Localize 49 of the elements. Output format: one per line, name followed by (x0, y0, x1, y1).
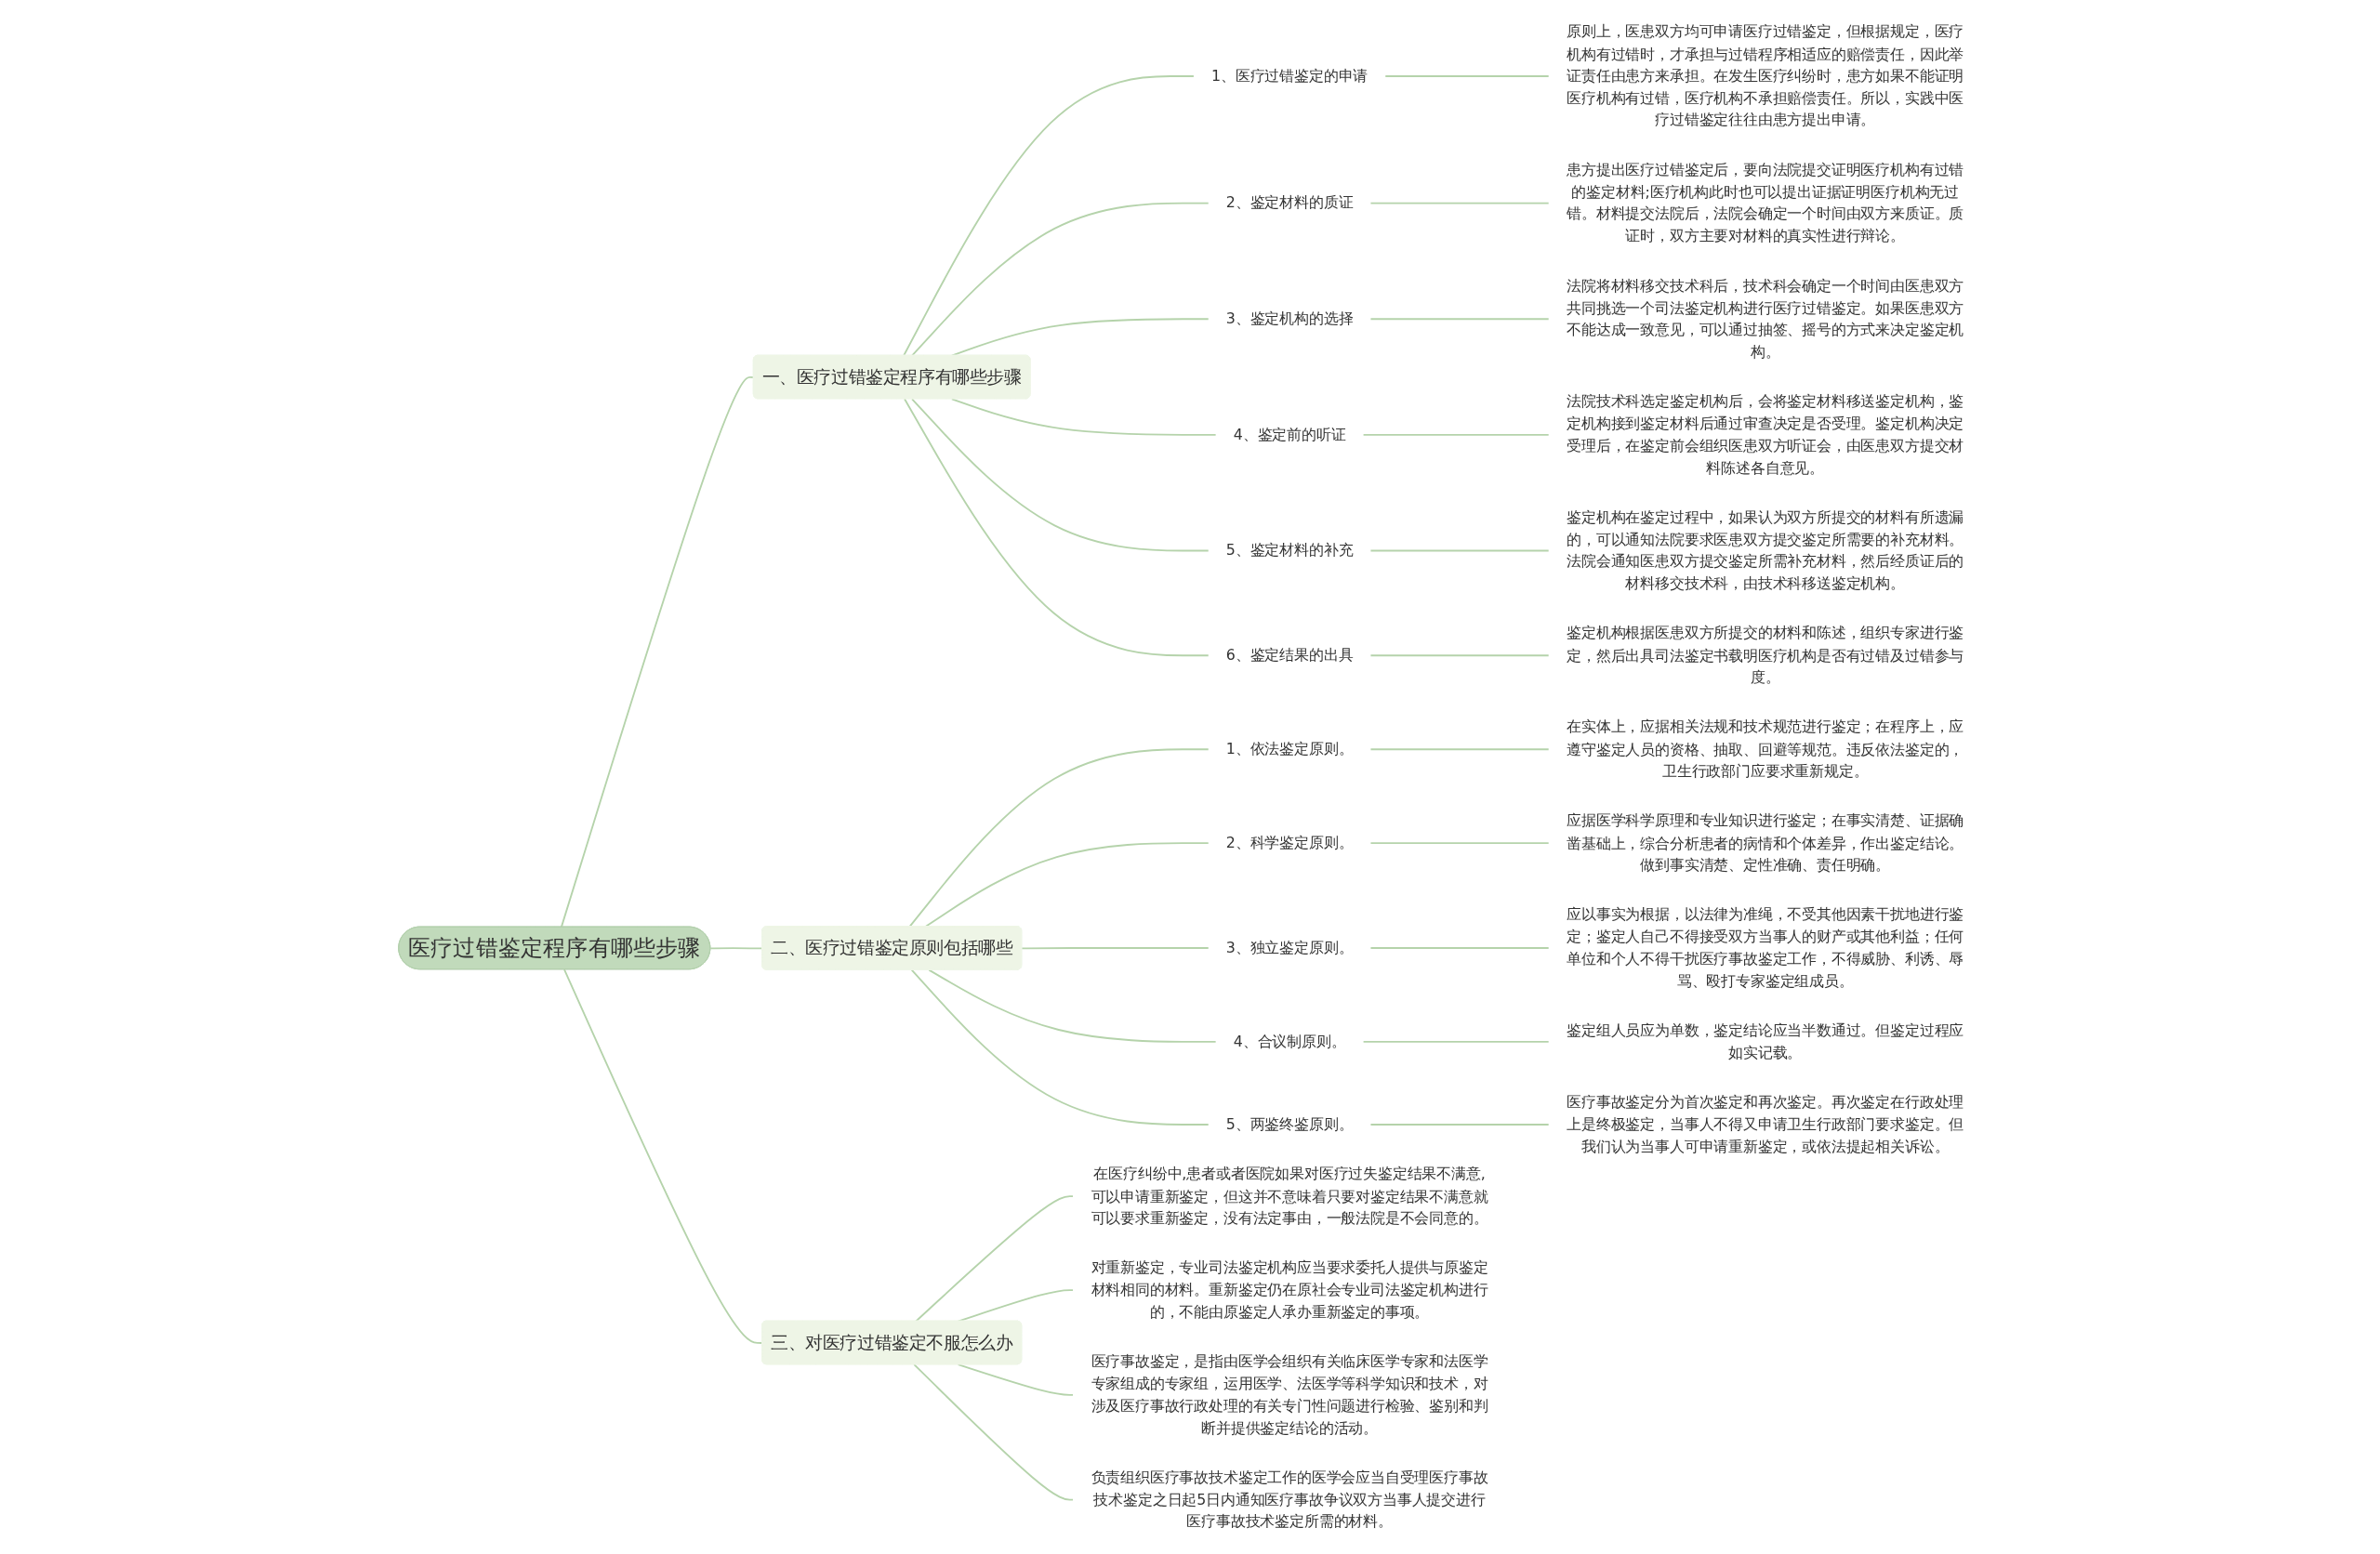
node-text: 1、医疗过错鉴定的申请 (1210, 67, 1368, 85)
connector (1369, 202, 1551, 204)
connector (911, 398, 1210, 552)
connector (911, 202, 1210, 357)
node-text: 应以事实为根据，以法律为准绳，不受其他因素干扰地进行鉴定；鉴定人自己不得接受双方当事人的财产或其他利益；任何单位和个人不得干扰医疗事故鉴定工作，不得威胁、利诱、辱骂、殴打专家鉴定组成员。 (1567, 905, 1964, 990)
node-text: 在医疗纠纷中,患者或者医院如果对医疗过失鉴定结果不满意,可以申请重新鉴定，但这并不意味着只要对鉴定结果不满意就可以要求重新鉴定，没有法定事由，一般法院是不会同意的。 (1091, 1165, 1488, 1227)
node-text: 4、合议制原则。 (1233, 1032, 1346, 1050)
node-text: 2、科学鉴定原则。 (1225, 834, 1354, 851)
node-text: 法院将材料移交技术科后，技术科会确定一个时间由医患双方共同挑选一个司法鉴定机构进行医疗过错鉴定。如果医患双方不能达成一致意见，可以通过抽签、摇号的方式来决定鉴定机构。 (1567, 276, 1964, 361)
connector (910, 968, 1210, 1126)
node-text: 应据医学科学原理和专业知识进行鉴定；在事实清楚、证据确凿基础上，综合分析患者的病情和个体差异，作出鉴定结论。做到事实清楚、定性准确、责任明确。 (1567, 811, 1964, 874)
connector (560, 376, 755, 928)
connector (1362, 1040, 1551, 1043)
connector (1369, 654, 1551, 657)
node-text: 1、依法鉴定原则。 (1225, 740, 1354, 757)
connector (1369, 549, 1551, 552)
node-text: 负责组织医疗事故技术鉴定工作的医学会应当自受理医疗事故技术鉴定之日起5日内通知医疗事故争议双方当事人提交进行医疗事故技术鉴定所需的材料。 (1091, 1468, 1488, 1530)
node-text: 医疗事故鉴定，是指由医学会组织有关临床医学专家和法医学专家组成的专家组，运用医学、法医学等科学知识和技术，对涉及医疗事故行政处理的有关专门性问题进行检验、鉴别和判断并提供鉴定结论的活动。 (1091, 1352, 1488, 1437)
connector (1383, 75, 1551, 77)
connector (1021, 947, 1210, 950)
connector (1369, 842, 1551, 845)
node-text: 3、独立鉴定原则。 (1225, 938, 1354, 956)
connector (950, 398, 1217, 436)
node-text: 鉴定组人员应为单数，鉴定结论应当半数通过。但鉴定过程应如实记载。 (1567, 1021, 1964, 1061)
connector (1369, 318, 1551, 321)
node-text: 3、鉴定机构的选择 (1225, 309, 1354, 327)
connector (1369, 947, 1551, 949)
node-text: 5、鉴定材料的补充 (1225, 541, 1354, 560)
connector (913, 1363, 1075, 1501)
connector (904, 398, 1210, 657)
node-text: 6、鉴定结果的出具 (1225, 646, 1354, 664)
connector (1369, 748, 1551, 751)
connector (915, 1195, 1075, 1323)
node-text: 对重新鉴定，专业司法鉴定机构应当要求委托人提供与原鉴定材料相同的材料。重新鉴定仍在原社会专业司法鉴定机构进行的，不能由原鉴定人承办重新鉴定的事项。 (1091, 1258, 1488, 1321)
node-text: 鉴定机构在鉴定过程中，如果认为双方所提交的材料有所遗漏的，可以通知法院要求医患双方提交鉴定所需要的补充材料。法院会通知医患双方提交鉴定所需补充材料，然后经质证后的材料移交技术科，由技术科移送鉴定机构。 (1567, 507, 1964, 592)
node-text: 原则上，医患双方均可申请医疗过错鉴定，但根据规定，医疗机构有过错时，才承担与过错程序相适应的赔偿责任，因此举证责任由患方来承担。在发生医疗纠纷时，患方如果不能证明医疗机构有过错，医疗机构不承担赔偿责任。所以，实践中医疗过错鉴定往往由患方提出申请。 (1567, 22, 1964, 129)
node-text: 5、两鉴终鉴原则。 (1225, 1114, 1354, 1133)
node-text: 鉴定机构根据医患双方所提交的材料和陈述，组织专家进行鉴定，然后出具司法鉴定书载明医疗机构是否有过错及过错参与度。 (1567, 624, 1964, 686)
node-text: 2、鉴定材料的质证 (1225, 193, 1354, 212)
connector (928, 968, 1217, 1043)
connector (957, 1363, 1075, 1396)
connector (903, 75, 1196, 357)
connector (1369, 1124, 1551, 1126)
node-text: 4、鉴定前的听证 (1233, 425, 1346, 443)
node-text: 法院技术科选定鉴定机构后，会将鉴定材料移送鉴定机构，鉴定机构接到鉴定材料后通过审查决定是否受理。鉴定机构决定受理后，在鉴定前会组织医患双方听证会，由医患双方提交材料陈述各自意见。 (1567, 392, 1964, 477)
node-text: 医疗事故鉴定分为首次鉴定和再次鉴定。再次鉴定在行政处理上是终极鉴定，当事人不得又申请卫生行政部门要求鉴定。但我们认为当事人可申请重新鉴定，或依法提起相关诉讼。 (1567, 1093, 1964, 1155)
node-text: 在实体上，应据相关法规和技术规范进行鉴定；在程序上，应遵守鉴定人员的资格、抽取、回避等规范。违反依法鉴定的，卫生行政部门应要求重新规定。 (1567, 718, 1964, 780)
node-text: 患方提出医疗过错鉴定后，要向法院提交证明医疗机构有过错的鉴定材料;医疗机构此时也可以提出证据证明医疗机构无过错。材料提交法院后，法院会确定一个时间由双方来质证。质证时，双方主要对材料的真实性进行辩论。 (1567, 160, 1964, 244)
connector (1362, 433, 1551, 436)
